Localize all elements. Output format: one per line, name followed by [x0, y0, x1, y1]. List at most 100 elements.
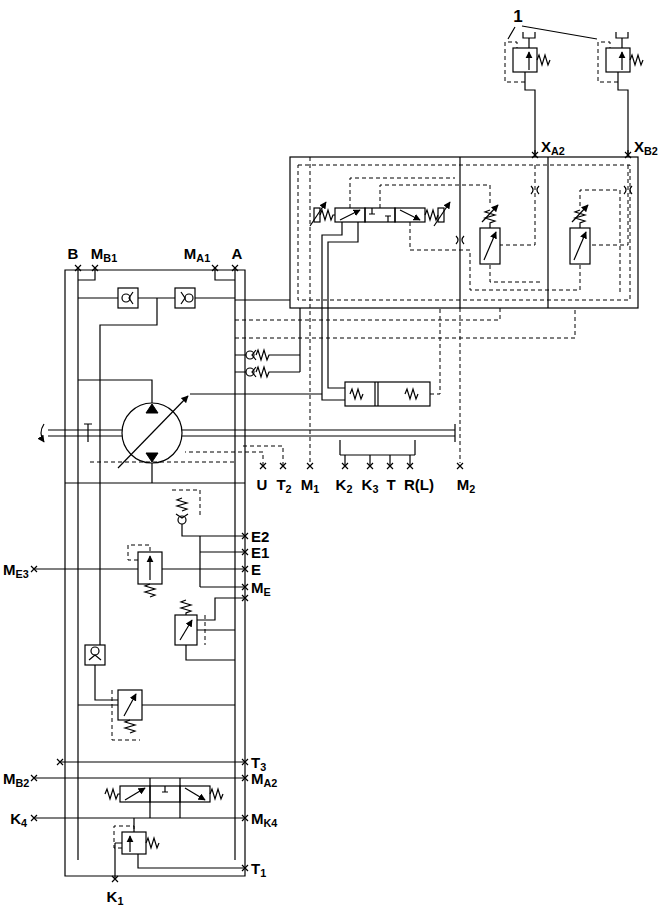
relief-valve [528, 52, 529, 70]
spring-check-valve [235, 308, 300, 377]
pressure-valve [572, 205, 588, 222]
control-block [298, 165, 630, 300]
label-subscript: B1 [103, 252, 117, 264]
port-lines [310, 157, 311, 463]
label-main: M [251, 770, 264, 787]
pressure-cut-off-valve [176, 514, 188, 518]
pump-housing [78, 268, 235, 280]
proportional-valve [425, 210, 438, 220]
pressure-cut-off-valve [128, 545, 150, 560]
control-valve [78, 704, 235, 705]
port-label: K4 [10, 811, 27, 826]
directional-valve [31, 815, 37, 821]
port-label: E2 [251, 529, 269, 544]
relief-valve [621, 52, 622, 70]
port-label: MA1 [184, 246, 210, 261]
relief-valve [115, 843, 122, 879]
pressure-valve [480, 228, 500, 264]
proportional-valve [310, 202, 326, 226]
control-block [532, 152, 538, 158]
callout-number: 1 [513, 8, 522, 25]
label-subscript: 2 [346, 483, 352, 495]
label-subscript: E3 [16, 568, 29, 580]
pump-symbol [146, 404, 158, 413]
pressure-valve [570, 228, 590, 264]
port-lines [185, 157, 463, 469]
check-valve [78, 297, 118, 298]
pump-housing [65, 270, 245, 876]
label-main: M [251, 579, 264, 596]
port-label: MK4 [251, 811, 277, 826]
relief-valve [122, 832, 146, 854]
directional-valve [242, 775, 248, 781]
label-main: K [107, 888, 118, 905]
pressure-cut-off-valve [178, 516, 186, 524]
label-subscript: A1 [196, 252, 210, 264]
port-label: T2 [276, 477, 291, 492]
control-valve [125, 720, 135, 733]
pump-symbol [190, 393, 322, 394]
control-valve [112, 690, 140, 740]
label-main: B [68, 245, 79, 262]
directional-valve [125, 788, 145, 800]
label-main: K [10, 810, 21, 827]
label-main: K [362, 476, 373, 493]
relief-valve [505, 42, 525, 82]
port-label: E1 [251, 545, 269, 560]
pressure-cut-off-valve [242, 533, 248, 539]
port-label: M1 [301, 477, 320, 492]
directional-valve [210, 789, 223, 799]
relief-valve [134, 818, 245, 868]
relief-valve [112, 876, 118, 882]
label-subscript: B2 [644, 145, 658, 157]
proportional-valve [335, 208, 365, 222]
label-main: E2 [251, 528, 269, 545]
directional-valve [120, 786, 150, 802]
label-main: X [541, 138, 551, 155]
label-main: U [257, 476, 268, 493]
servo-cylinder [405, 389, 418, 399]
control-valve [124, 694, 136, 716]
directional-valve [162, 786, 168, 792]
port-label: T1 [251, 861, 266, 876]
check-valve [85, 645, 105, 665]
pressure-cut-off-valve [138, 552, 162, 584]
port-label: T3 [251, 755, 266, 770]
directional-valve [180, 786, 210, 802]
servo-cylinder [345, 382, 430, 406]
proportional-valve [395, 208, 425, 222]
label-subscript: 2 [469, 483, 475, 495]
label-subscript: A2 [551, 145, 565, 157]
pump-housing [212, 265, 218, 271]
proportional-valve [434, 202, 450, 226]
pump-symbol [48, 424, 455, 442]
port-lines [460, 308, 461, 463]
pressure-cut-off-valve [177, 498, 187, 511]
pressure-cut-off-valve [242, 584, 248, 590]
leader-line [508, 26, 597, 39]
directional-valve [31, 775, 37, 781]
pressure-valve [456, 165, 632, 264]
label-main: R(L) [404, 476, 434, 493]
pressure-valve [531, 186, 632, 194]
pressure-cut-off-valve [31, 490, 248, 597]
pressure-cut-off-valve [31, 566, 37, 572]
label-main: E [251, 561, 261, 578]
port-label: U [257, 477, 268, 492]
pump-housing [92, 265, 98, 271]
directional-valve [60, 761, 245, 762]
servo-cylinder [375, 382, 378, 406]
label-main: K [336, 476, 347, 493]
label-main: M [457, 476, 470, 493]
label-main: X [634, 138, 644, 155]
pressure-cut-off-valve [182, 524, 200, 536]
pressure-cut-off-valve [34, 568, 138, 569]
servo-cylinder [430, 308, 440, 394]
pump-housing [75, 265, 81, 271]
pump-symbol [118, 396, 188, 468]
relief-valve [523, 32, 535, 48]
pressure-cut-off-valve [242, 549, 248, 555]
port-lines [340, 440, 415, 466]
port-lines [367, 463, 373, 469]
